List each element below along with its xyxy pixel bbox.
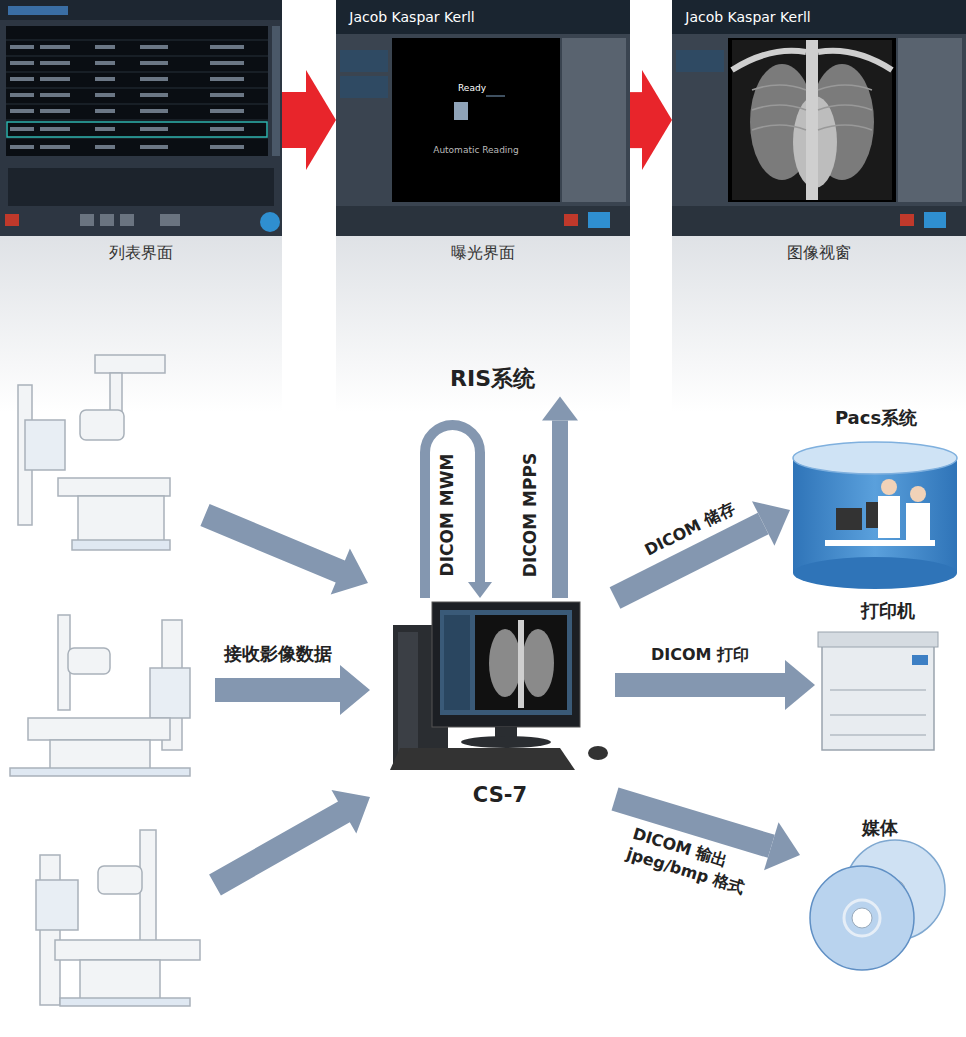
input-arrow: [200, 504, 370, 896]
node-text: 曝光界面: [451, 243, 515, 262]
edge-label: DICOM MWM: [437, 454, 457, 577]
discs: [810, 840, 945, 970]
list-screen: [0, 0, 282, 236]
dicom-arrow: [615, 660, 815, 710]
exposure-screen: [336, 0, 630, 236]
node-text: 图像视窗: [787, 243, 851, 262]
edge-label: DICOM 打印: [651, 645, 749, 666]
node-text: CS-7: [473, 783, 527, 808]
loop-arrow: [425, 425, 492, 598]
pacs-cylinder: [793, 442, 957, 589]
screen-caption: 图像视窗: [672, 0, 966, 264]
patient-name: Jacob Kaspar Kerll: [685, 9, 810, 25]
edge-label: DICOM 输出 jpeg/bmp 格式: [624, 824, 770, 904]
node-text: 打印机: [861, 600, 915, 622]
arrow-shaft: [282, 92, 306, 148]
flow-arrow: [282, 70, 336, 170]
arrow-head: [642, 70, 672, 170]
node-text: Pacs系统: [835, 407, 917, 429]
node-text: 列表界面: [109, 243, 173, 262]
printer-node: 打印机: [815, 598, 960, 758]
edge-label: DICOM MPPS: [520, 453, 540, 577]
patient-name: Jacob Kaspar Kerll: [349, 9, 474, 25]
arrow-head: [468, 582, 492, 598]
arrow-shaft: [552, 420, 568, 598]
edge-label: DICOM 储存: [641, 499, 738, 562]
screen-caption: 列表界面: [0, 0, 282, 264]
reflection: [0, 236, 282, 412]
flow-arrow: [630, 70, 672, 170]
image-viewer-screen: [672, 0, 966, 236]
arrow-shaft: [615, 673, 785, 697]
dicom-arrow: [542, 396, 578, 598]
system-label: RIS系统: [420, 362, 565, 396]
arrow-head: [542, 396, 578, 420]
arrow-head: [785, 660, 815, 710]
arrow-head: [752, 501, 790, 546]
arrow-shaft: [630, 92, 642, 148]
workstation: CS-7: [385, 598, 615, 810]
pacs-node: Pacs系统: [790, 405, 962, 595]
reflection: [336, 236, 630, 412]
screen-caption: 曝光界面: [336, 0, 630, 264]
xray-machine: [10, 615, 190, 776]
reflection: [672, 236, 966, 412]
node-text: RIS系统: [450, 366, 535, 392]
computer: [390, 602, 608, 770]
arrow-head: [306, 70, 336, 170]
arrow-head: [764, 822, 800, 870]
xray-machine: [18, 355, 170, 550]
arrow-label: 接收影像数据: [224, 642, 332, 666]
node-text: 媒体: [862, 817, 898, 839]
xray-machine: [36, 830, 200, 1006]
status-text: Ready: [458, 83, 486, 93]
arrow-shaft: [425, 425, 480, 598]
printer: [818, 632, 938, 750]
media-node: 媒体: [800, 815, 960, 980]
status-text: Automatic Reading: [433, 145, 519, 155]
